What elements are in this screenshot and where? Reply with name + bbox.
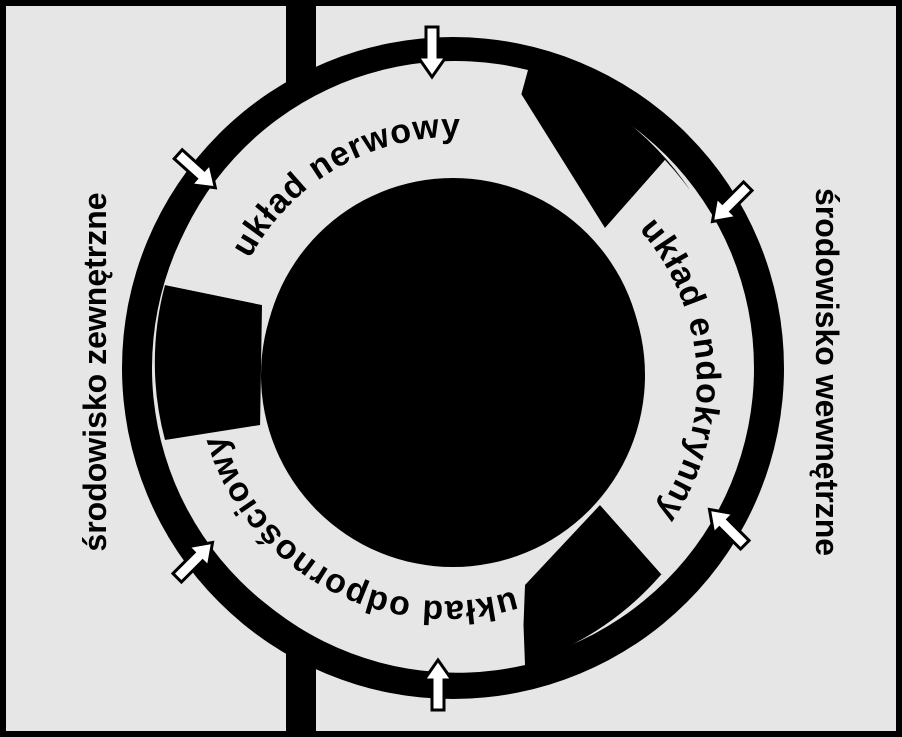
core-top	[261, 183, 645, 567]
arrow-icon	[710, 179, 755, 224]
arrow-upper-right	[710, 179, 755, 224]
arrow-icon	[172, 147, 218, 190]
down-arrow-icon	[415, 25, 449, 80]
external-environment-label: środowisko zewnętrzne	[77, 192, 113, 551]
arm-left	[154, 285, 262, 440]
band-nervous	[165, 61, 528, 306]
band-immune	[165, 425, 525, 673]
arm-top-right	[520, 70, 690, 228]
arrow-upper-left	[172, 147, 218, 190]
arrow-icon	[170, 540, 215, 585]
arm-bottom-right	[522, 505, 692, 665]
arrow-top	[415, 25, 449, 80]
arrow-lower-left	[170, 540, 215, 585]
band-endocrine	[600, 160, 747, 575]
arrow-bottom	[421, 657, 455, 712]
arrow-lower-right	[707, 507, 752, 552]
internal-environment-label: środowisko wewnętrzne	[809, 188, 845, 556]
arrow-icon	[707, 507, 752, 552]
up-arrow-icon	[421, 657, 455, 712]
